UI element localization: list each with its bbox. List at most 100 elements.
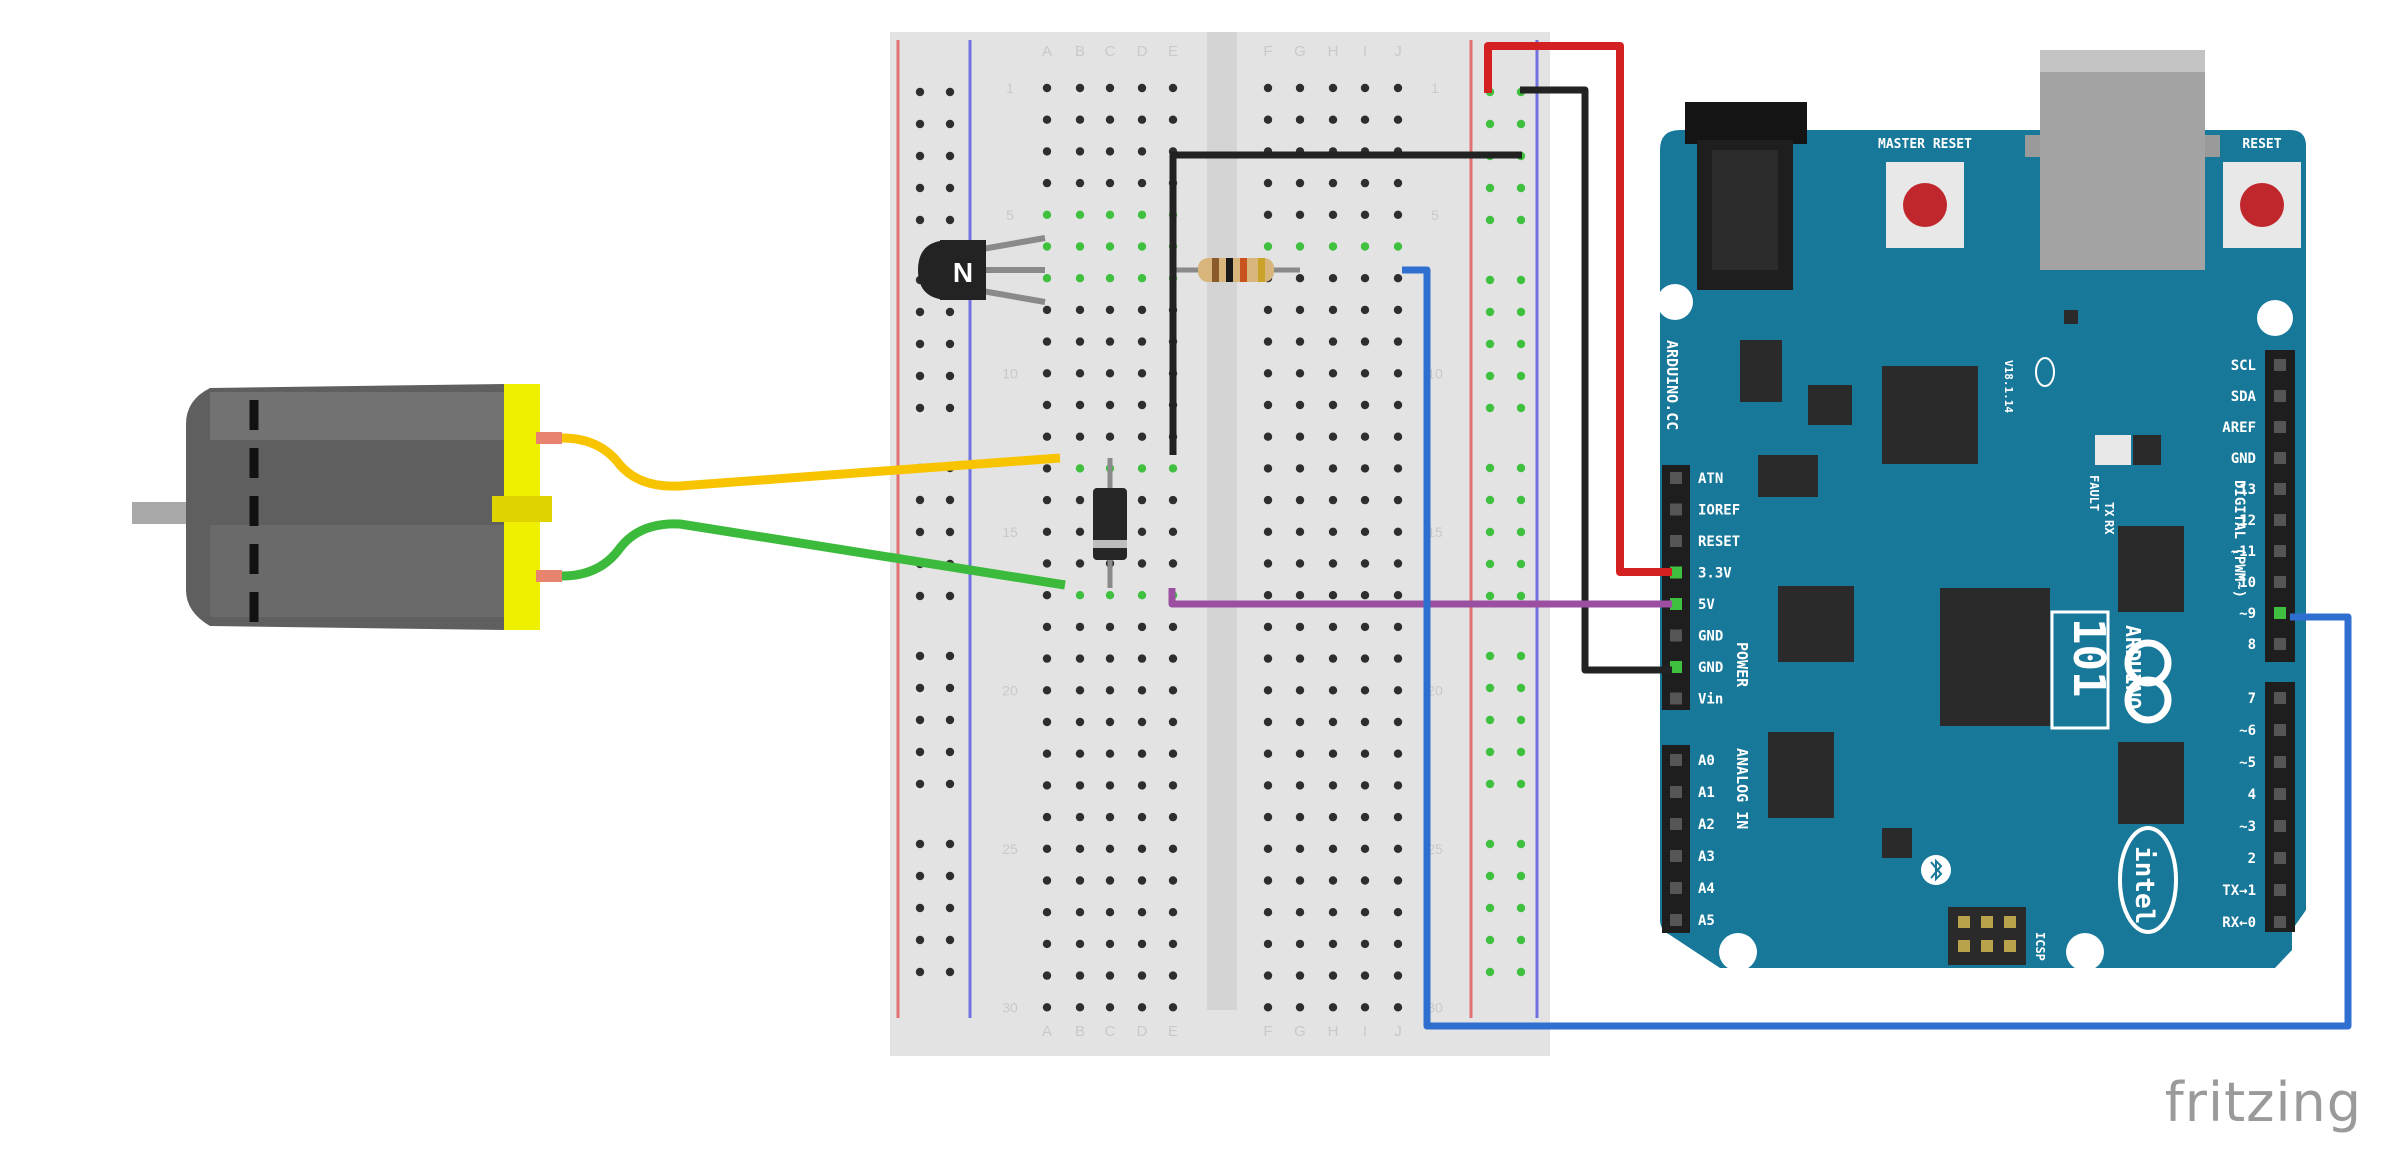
master-reset-button[interactable] — [1903, 183, 1947, 227]
chip-tiny — [2064, 310, 2078, 324]
rail-hole — [945, 339, 955, 349]
rail-hole — [1516, 307, 1526, 317]
intel-logo-text: intel — [2129, 846, 2159, 924]
breadboard-hole — [1137, 274, 1147, 283]
led-label-fault: FAULT — [2087, 475, 2101, 511]
breadboard-hole — [1042, 337, 1052, 346]
breadboard-hole — [1105, 432, 1115, 441]
rail-hole — [1485, 839, 1495, 849]
transistor-marking: N — [953, 257, 973, 288]
header-pin — [1670, 629, 1682, 642]
reset-label: RESET — [2242, 137, 2281, 152]
power-jack-top — [1685, 102, 1807, 144]
diode — [1093, 458, 1127, 588]
breadboard-hole — [1360, 242, 1370, 251]
rail-hole — [1516, 495, 1526, 505]
breadboard-hole — [1393, 939, 1403, 949]
breadboard-hole — [1075, 908, 1085, 917]
breadboard-hole — [1168, 654, 1178, 663]
rail-hole — [915, 839, 925, 849]
header-pin — [2274, 576, 2286, 588]
breadboard-hole — [1137, 400, 1147, 410]
rail-hole — [915, 119, 925, 129]
breadboard-hole — [1075, 274, 1085, 283]
breadboard-hole — [1328, 622, 1338, 632]
wire-blue-pin9 — [1402, 266, 2352, 1030]
analog-header — [1662, 745, 1690, 933]
icsp-pin — [2004, 940, 2016, 952]
digital-pin-label: ~6 — [2239, 723, 2256, 739]
column-letter: E — [1168, 1023, 1178, 1040]
rail-hole — [1485, 119, 1495, 129]
header-pin — [1670, 535, 1682, 547]
motor-terminal-top — [536, 432, 562, 444]
breadboard-hole — [1328, 83, 1338, 93]
breadboard-hole — [1360, 1003, 1370, 1012]
chip-left — [1778, 586, 1854, 662]
breadboard-hole — [1328, 305, 1338, 315]
breadboard-hole — [1295, 274, 1305, 283]
breadboard-hole — [1263, 908, 1273, 917]
rail-hole — [1485, 591, 1495, 601]
power-pin-label: GND — [1698, 660, 1723, 676]
rail-hole — [1516, 967, 1526, 977]
rail-hole — [1485, 371, 1495, 381]
chip-right-top — [2118, 526, 2184, 612]
breadboard-hole — [1295, 115, 1305, 124]
breadboard-hole — [1393, 1003, 1403, 1012]
analog-pin-label: A1 — [1698, 785, 1715, 801]
transistor-body — [940, 240, 986, 300]
breadboard-hole — [1263, 305, 1273, 315]
row-number: 1 — [1006, 80, 1014, 96]
header-pin — [2274, 852, 2286, 864]
rail-hole — [1516, 779, 1526, 789]
model-label-box — [2050, 610, 2110, 730]
bluetooth-icon-glyph — [1930, 858, 1943, 882]
breadboard-hole — [1360, 686, 1370, 695]
header-pin — [1670, 472, 1682, 484]
rail-hole — [915, 307, 925, 317]
rail-hole — [945, 651, 955, 661]
wire-black-gnd — [1520, 86, 1672, 674]
arduino-brand-label: ARDUINO — [2121, 625, 2145, 709]
mounting-hole — [2257, 300, 2293, 336]
rail-hole — [945, 903, 955, 913]
breadboard-hole — [1295, 527, 1305, 536]
digital-pin-label: 4 — [2248, 787, 2256, 803]
breadboard-hole — [1295, 178, 1305, 188]
digital-pin-label: RX←0 — [2222, 915, 2256, 931]
breadboard-hole — [1168, 559, 1178, 568]
digital-pin-label: ~3 — [2239, 819, 2256, 835]
breadboard-hole — [1393, 749, 1403, 758]
column-letter: C — [1105, 43, 1116, 60]
breadboard-hole — [1360, 369, 1370, 378]
header-pin — [2274, 820, 2286, 832]
rail-hole — [1485, 903, 1495, 913]
breadboard-hole — [1075, 369, 1085, 378]
reset-button[interactable] — [2240, 183, 2284, 227]
digital-pin-label: TX→1 — [2222, 883, 2256, 899]
rail-hole — [915, 591, 925, 601]
breadboard-hole — [1295, 971, 1305, 980]
breadboard-hole — [1137, 717, 1147, 727]
breadboard-hole — [1360, 749, 1370, 758]
chip-regulator — [1758, 455, 1818, 497]
breadboard-hole — [1360, 622, 1370, 632]
breadboard-hole — [1042, 908, 1052, 917]
rail-hole — [1516, 747, 1526, 757]
rail-hole — [945, 591, 955, 601]
led-indicator-dark — [2133, 435, 2161, 465]
header-pin — [1670, 754, 1682, 766]
breadboard-hole — [1393, 210, 1403, 219]
breadboard-hole — [1393, 876, 1403, 885]
row-number: 5 — [1006, 207, 1014, 223]
breadboard-hole — [1075, 1003, 1085, 1012]
digital-pin-label: 8 — [2248, 637, 2256, 653]
breadboard-hole — [1263, 591, 1273, 600]
breadboard-hole — [1393, 971, 1403, 980]
breadboard-hole — [1075, 115, 1085, 124]
rail-hole — [945, 371, 955, 381]
breadboard-hole — [1042, 559, 1052, 568]
